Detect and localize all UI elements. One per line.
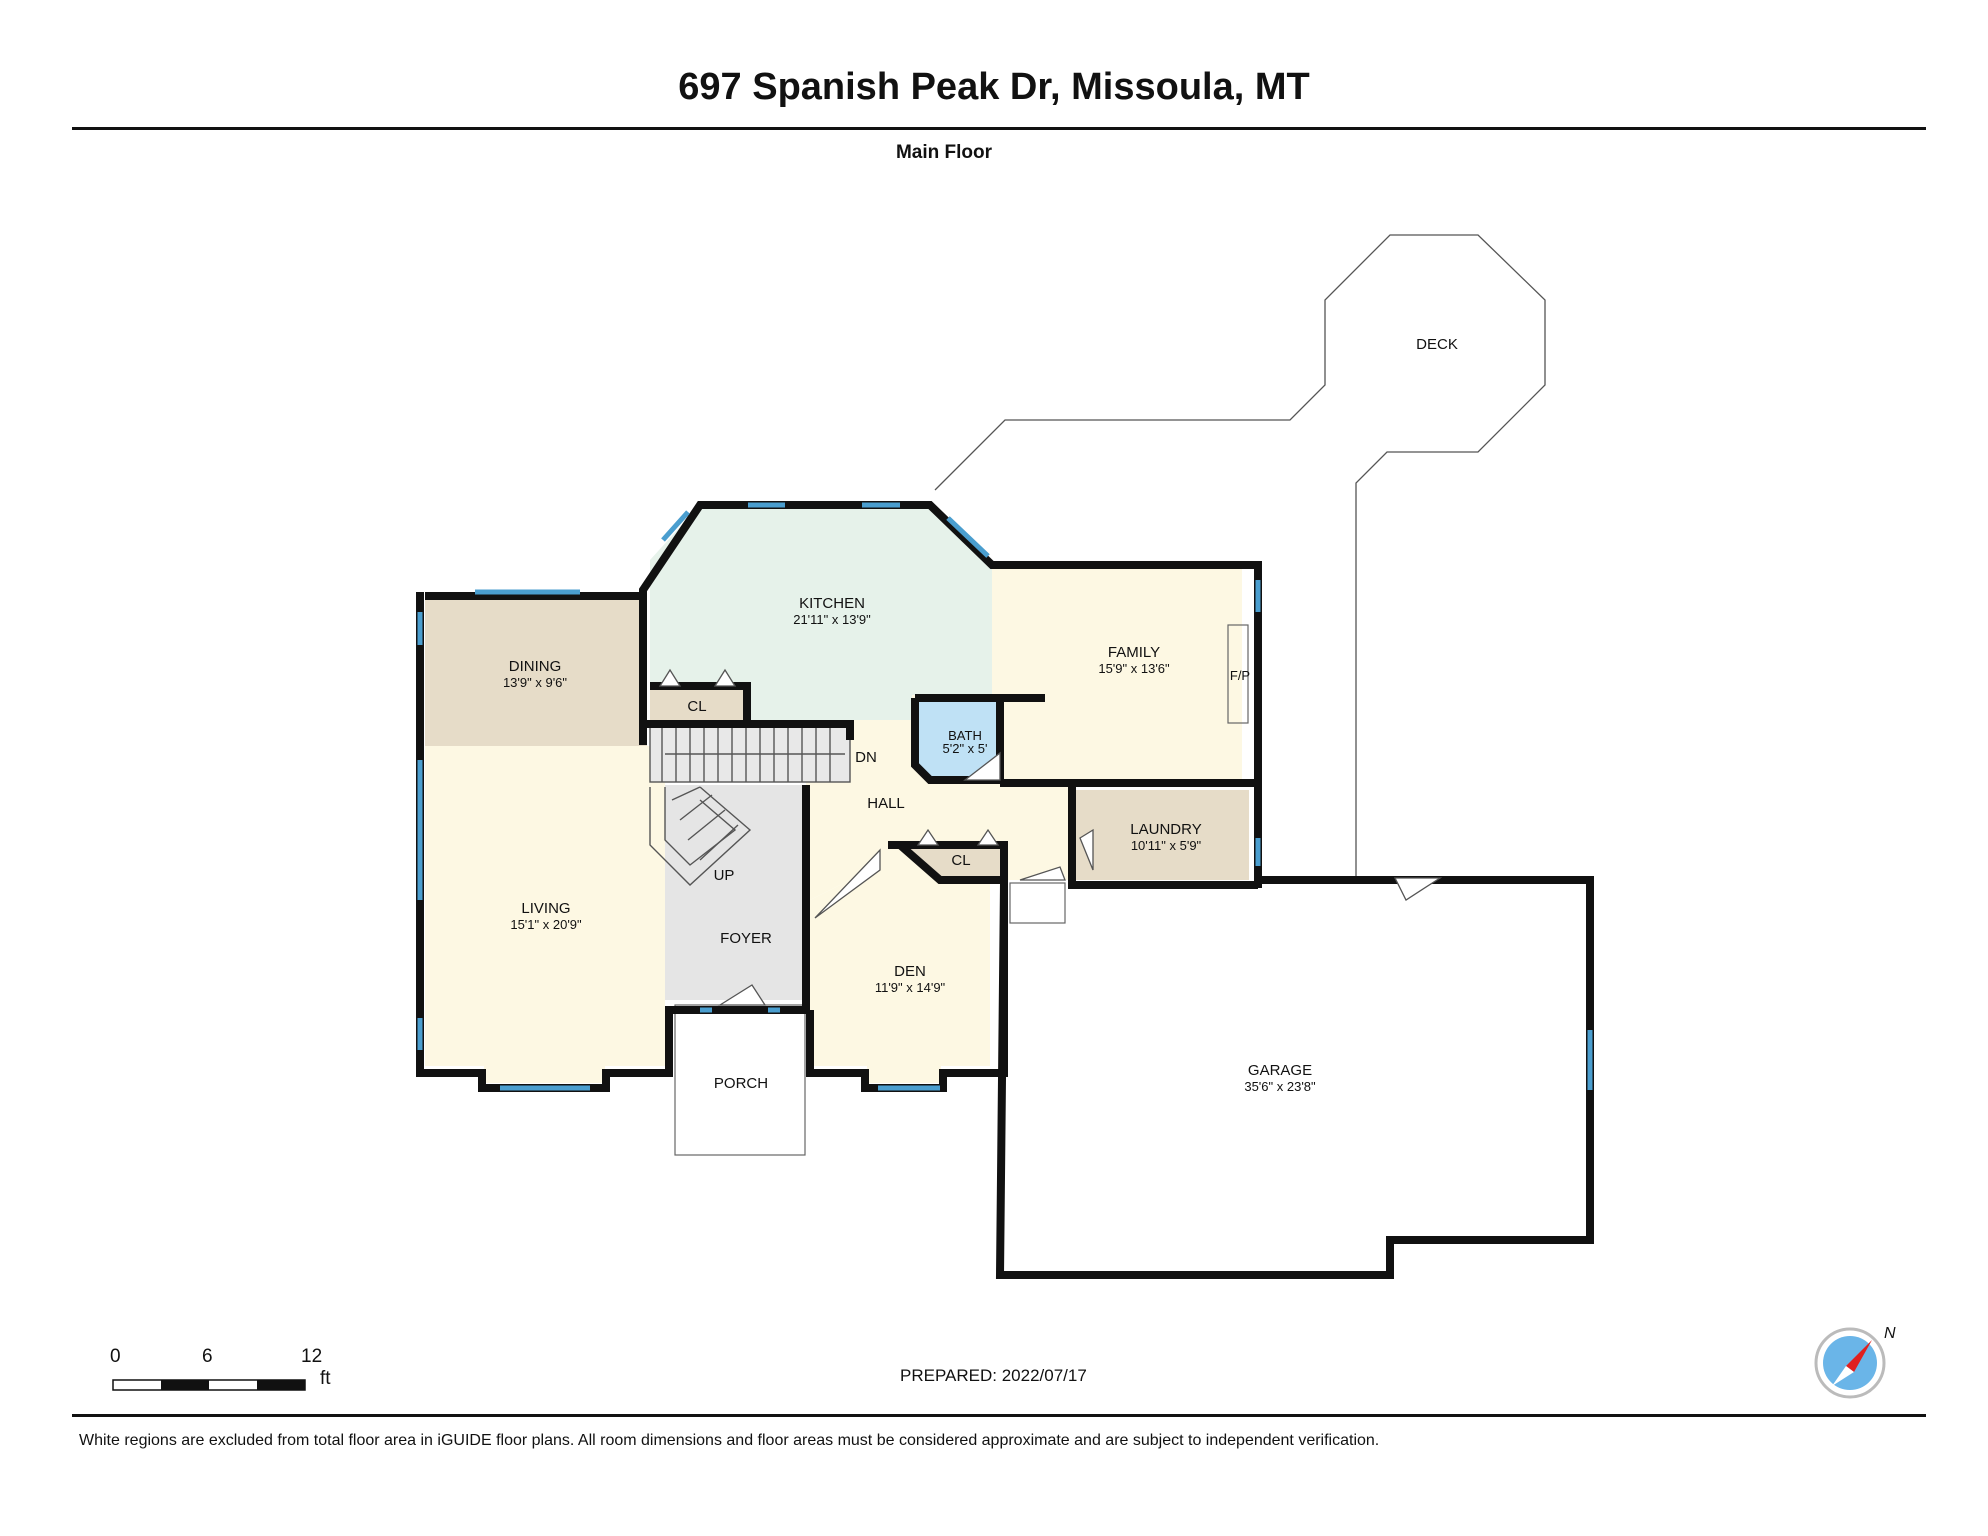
hall-floor: [806, 695, 1068, 900]
bath-floor: [915, 698, 1000, 780]
foyer-label: FOYER: [720, 930, 772, 947]
family-label: FAMILY: [1108, 644, 1160, 661]
compass-north-label: N: [1884, 1325, 1896, 1342]
dining-floor: [425, 596, 647, 746]
garage-label: GARAGE: [1248, 1062, 1312, 1079]
scale-tick-0: 0: [110, 1346, 121, 1367]
staircase: [649, 723, 851, 886]
den-dims: 11'9" x 14'9": [875, 980, 946, 995]
den-floor: [810, 875, 990, 1083]
disclaimer-text: White regions are excluded from total fl…: [79, 1432, 1380, 1449]
hall-closet-floor: [900, 845, 1000, 880]
hall-label: HALL: [867, 795, 905, 812]
floor-label: Main Floor: [895, 142, 993, 163]
kitchen-dims: 21'11" x 13'9": [793, 612, 871, 627]
deck-label: DECK: [1416, 336, 1458, 353]
scale-tick-6: 6: [202, 1346, 213, 1367]
laundry-label: LAUNDRY: [1130, 821, 1201, 838]
stairs-down-label: DN: [855, 749, 877, 766]
kitchen-floor: [650, 505, 992, 720]
foyer-floor: [665, 785, 806, 1000]
bath-label: BATH: [948, 728, 982, 743]
scale-tick-12: 12: [301, 1346, 323, 1367]
living-floor: [425, 746, 665, 1083]
bath-dims: 5'2" x 5': [943, 741, 988, 756]
windows: [417, 502, 1593, 1091]
kitchen-closet-floor: [650, 686, 745, 720]
title-divider: [72, 127, 1926, 130]
prepared-date: PREPARED: 2022/07/17: [900, 1366, 1087, 1385]
laundry-dims: 10'11" x 5'9": [1131, 838, 1202, 853]
fireplace-label: F/P: [1230, 668, 1250, 683]
laundry-floor: [1075, 790, 1249, 880]
garage-dims: 35'6" x 23'8": [1244, 1079, 1316, 1094]
compass-icon: N: [1814, 1325, 1896, 1399]
deck-outline: [934, 234, 1546, 878]
page-title: 697 Spanish Peak Dr, Missoula, MT: [678, 66, 1310, 108]
living-label: LIVING: [521, 900, 570, 917]
doors: [658, 668, 1443, 1006]
family-floor: [992, 562, 1242, 780]
hall-closet-label: CL: [951, 852, 970, 869]
family-dims: 15'9" x 13'6": [1098, 661, 1170, 676]
dining-dims: 13'9" x 9'6": [503, 675, 567, 690]
scale-bar: [112, 1379, 306, 1391]
stairs-up-label: UP: [714, 867, 735, 884]
porch-label: PORCH: [714, 1075, 768, 1092]
scale-unit: ft: [320, 1368, 331, 1389]
living-dims: 15'1" x 20'9": [510, 917, 582, 932]
kitchen-label: KITCHEN: [799, 595, 865, 612]
kitchen-closet-label: CL: [687, 698, 706, 715]
room-labels: DECK KITCHEN 21'11" x 13'9" DINING 13'9"…: [503, 336, 1458, 1094]
footer-divider: [72, 1414, 1926, 1417]
dining-label: DINING: [509, 658, 562, 675]
den-label: DEN: [894, 963, 926, 980]
